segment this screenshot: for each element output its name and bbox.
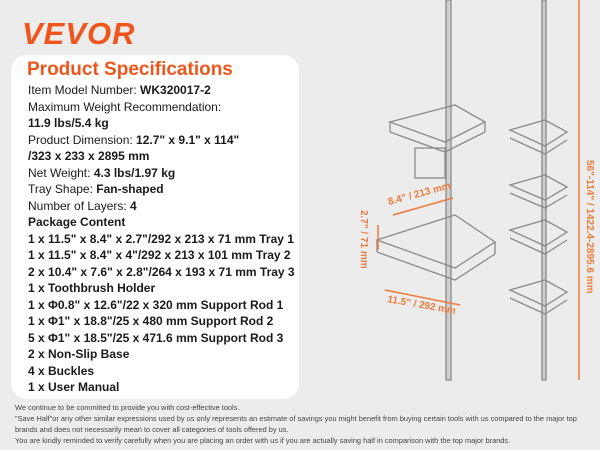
spec-line: Package Content [28, 214, 295, 231]
spec-line: 11.9 lbs/5.4 kg [28, 115, 295, 132]
spec-value: 4 x Buckles [28, 363, 95, 378]
spec-label: Item Model Number: [28, 83, 141, 97]
product-image: 8.4" / 213 mm 2.7" / 71 mm 11.5" / 292 m… [305, 0, 600, 400]
spec-line: 2 x Non-Slip Base [28, 346, 295, 363]
spec-value: Package Content [28, 215, 126, 229]
spec-line: 1 x Toothbrush Holder [28, 280, 295, 297]
spec-label: Tray Shape: [28, 182, 97, 196]
disclaimer-line: "Save Half"or any other similar expressi… [15, 414, 577, 434]
spec-line: 1 x Φ1" x 18.8"/25 x 480 mm Support Rod … [28, 313, 295, 330]
spec-value: WK320017-2 [140, 83, 211, 97]
spec-line: /323 x 233 x 2895 mm [28, 148, 295, 165]
spec-value: 1 x User Manual [28, 380, 120, 394]
spec-line: Item Model Number: WK320017-2 [28, 82, 295, 99]
spec-value: 11.9 lbs/5.4 kg [28, 116, 109, 130]
spec-value: 1 x Φ1" x 18.8"/25 x 480 mm Support Rod … [28, 314, 274, 328]
spec-value: /323 x 233 x 2895 mm [28, 149, 150, 163]
spec-line: 1 x Φ0.8" x 12.6"/22 x 320 mm Support Ro… [28, 297, 295, 314]
spec-line: Tray Shape: Fan-shaped [28, 181, 295, 198]
spec-value: 1 x 11.5" x 8.4" x 2.7"/292 x 213 x 71 m… [28, 231, 294, 246]
spec-line: Product Dimension: 12.7" x 9.1" x 114" [28, 132, 295, 149]
spec-line: 1 x 11.5" x 8.4" x 2.7"/292 x 213 x 71 m… [28, 231, 295, 248]
spec-label: Number of Layers: [28, 198, 131, 213]
spec-value: Fan-shaped [96, 182, 164, 196]
spec-line: 2 x 10.4" x 7.6" x 2.8"/264 x 193 x 71 m… [28, 264, 295, 281]
spec-value: 1 x Toothbrush Holder [28, 281, 156, 295]
spec-label: Maximum Weight Recommendation: [28, 99, 222, 114]
spec-value: 12.7" x 9.1" x 114" [136, 132, 240, 147]
spec-line: Net Weight: 4.3 lbs/1.97 kg [28, 165, 295, 182]
spec-value: 4 [130, 198, 137, 213]
spec-value: 1 x 11.5" x 8.4" x 4"/292 x 213 x 101 mm… [28, 248, 291, 262]
spec-line: 4 x Buckles [28, 363, 295, 380]
spec-label: Net Weight: [28, 165, 94, 180]
spec-value: 1 x Φ0.8" x 12.6"/22 x 320 mm Support Ro… [28, 297, 284, 312]
page-title: Product Specifications [27, 59, 233, 80]
height-dimension: 2.7" / 71 mm [358, 210, 369, 269]
disclaimer-line: We continue to be committed to provide y… [15, 403, 240, 412]
width-dimension: 8.4" / 213 mm [387, 181, 452, 208]
spec-value: 4.3 lbs/1.97 kg [93, 165, 176, 180]
spec-label: Product Dimension: [28, 132, 137, 147]
spec-line: Number of Layers: 4 [28, 198, 295, 215]
disclaimer-line: You are kindly reminded to verify carefu… [15, 436, 511, 445]
specs-card: Product Specifications Item Model Number… [11, 55, 299, 399]
disclaimer: We continue to be committed to provide y… [15, 402, 595, 446]
spec-line: 1 x 11.5" x 8.4" x 4"/292 x 213 x 101 mm… [28, 247, 295, 264]
spec-value: 5 x Φ1" x 18.5"/25 x 471.6 mm Support Ro… [28, 330, 284, 345]
spec-line: Maximum Weight Recommendation: [28, 99, 295, 116]
total-height-dimension: 56"-114" / 1422.4-2895.6 mm [584, 160, 595, 294]
spec-line: 5 x Φ1" x 18.5"/25 x 471.6 mm Support Ro… [28, 330, 295, 347]
spec-value: 2 x 10.4" x 7.6" x 2.8"/264 x 193 x 71 m… [28, 264, 295, 279]
spec-value: 2 x Non-Slip Base [28, 347, 130, 361]
vevor-logo: VEVOR [22, 16, 136, 51]
spec-line: 1 x User Manual [28, 379, 295, 396]
